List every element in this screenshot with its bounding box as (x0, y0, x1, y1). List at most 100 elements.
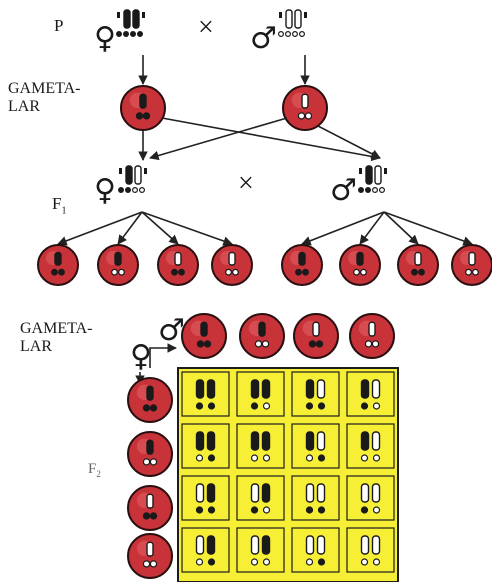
gene-dot-mark (225, 268, 232, 276)
arrow-f1-female-4 (141, 211, 233, 246)
gene-dot-mark (232, 268, 239, 276)
gene-bar-mark (200, 321, 208, 337)
parental-label: P (54, 16, 64, 35)
offspring-dot (262, 506, 271, 514)
genotype-dot (115, 31, 122, 38)
genotype-dot (285, 31, 292, 38)
genotype-tick (119, 168, 122, 174)
gene-dot-mark (353, 268, 360, 276)
punnett-genotype (250, 431, 271, 462)
offspring-dot (372, 402, 381, 410)
gene-dot-mark (149, 560, 158, 568)
offspring-bar (305, 379, 315, 399)
punnett-cell (346, 475, 395, 521)
offspring-bar (261, 483, 271, 503)
punnett-genotype (195, 483, 216, 514)
gene-dot-mark (111, 268, 118, 276)
f1-male-genotype (358, 165, 387, 194)
punnett-cell (181, 371, 230, 417)
gene-dot-mark (203, 340, 212, 348)
arrow-f1-male-1 (301, 211, 385, 246)
genotype-tick (144, 168, 147, 174)
offspring-dot (360, 454, 369, 462)
male-symbol-p: ♂ (250, 21, 277, 56)
offspring-dot (195, 558, 204, 566)
genotype-bar (123, 9, 131, 29)
f2-letter: F (88, 461, 97, 478)
genotype-bar (374, 165, 382, 185)
genotype-bar (365, 165, 373, 185)
gene-bar-mark (368, 321, 376, 337)
punnett-cell (291, 371, 340, 417)
arrow-g-f1-right (317, 125, 381, 159)
punnett-cell (236, 475, 285, 521)
arrow-g-f1-cross2 (149, 117, 288, 161)
gamete-f1-male-4 (451, 244, 492, 286)
genotype-dot (137, 31, 144, 38)
offspring-dot (317, 558, 326, 566)
punnett-cell (291, 423, 340, 469)
offspring-dot (317, 506, 326, 514)
offspring-bar (305, 431, 315, 451)
genotype-tick (279, 12, 282, 18)
offspring-dot (195, 402, 204, 410)
punnett-genotype (360, 535, 381, 566)
f1-subscript: 1 (61, 204, 67, 216)
offspring-dot (372, 454, 381, 462)
offspring-bar (195, 483, 205, 503)
gene-bar-mark (114, 251, 122, 266)
genotype-tick (359, 168, 362, 174)
offspring-dot (305, 558, 314, 566)
offspring-bar (371, 535, 381, 555)
gene-dot-mark (142, 112, 151, 120)
genotype-dot (117, 187, 124, 194)
genotype-dot (132, 187, 139, 194)
gene-dot-mark (304, 112, 313, 120)
gene-dot-mark (149, 404, 158, 412)
gene-dot-mark (418, 268, 425, 276)
gamete-f1-female-3 (157, 244, 199, 286)
offspring-bar (371, 431, 381, 451)
cross-symbol-f1: × (238, 168, 254, 199)
arrow-g-f1-cross1 (161, 117, 381, 162)
genotype-bar (132, 9, 140, 29)
genotype-dot (299, 31, 306, 38)
offspring-bar (305, 535, 315, 555)
gene-dot-mark (178, 268, 185, 276)
gene-dot-mark (315, 340, 324, 348)
offspring-bar (250, 483, 260, 503)
gene-bar-mark (146, 493, 154, 509)
punnett-cell (291, 475, 340, 521)
offspring-bar (360, 431, 370, 451)
parent-male-genotype (278, 9, 307, 38)
offspring-dot (305, 454, 314, 462)
offspring-bar (360, 379, 370, 399)
gene-bar-mark (146, 439, 154, 455)
punnett-genotype (305, 535, 326, 566)
gene-bar-mark (174, 251, 182, 266)
arrow-f1-male-4 (383, 211, 473, 246)
gene-dot-mark (411, 268, 418, 276)
genotype-dot (372, 187, 379, 194)
gene-dot-mark (142, 512, 151, 520)
offspring-dot (195, 506, 204, 514)
gene-dot-mark (118, 268, 125, 276)
punnett-genotype (250, 483, 271, 514)
offspring-dot (305, 506, 314, 514)
genotype-tick (384, 168, 387, 174)
offspring-bar (250, 431, 260, 451)
gamete-f1-female-1 (37, 244, 79, 286)
punnett-row-gamete-1 (127, 377, 173, 423)
gene-dot-mark (171, 268, 178, 276)
arrow-f1-female-1 (57, 211, 143, 246)
genotype-dot (365, 187, 372, 194)
gene-bar-mark (139, 93, 147, 109)
gene-bar-mark (301, 93, 309, 109)
gamete-f1-female-2 (97, 244, 139, 286)
cross-symbol-p: × (198, 12, 214, 43)
offspring-bar (261, 431, 271, 451)
genotype-tick (142, 12, 145, 18)
offspring-dot (250, 558, 259, 566)
